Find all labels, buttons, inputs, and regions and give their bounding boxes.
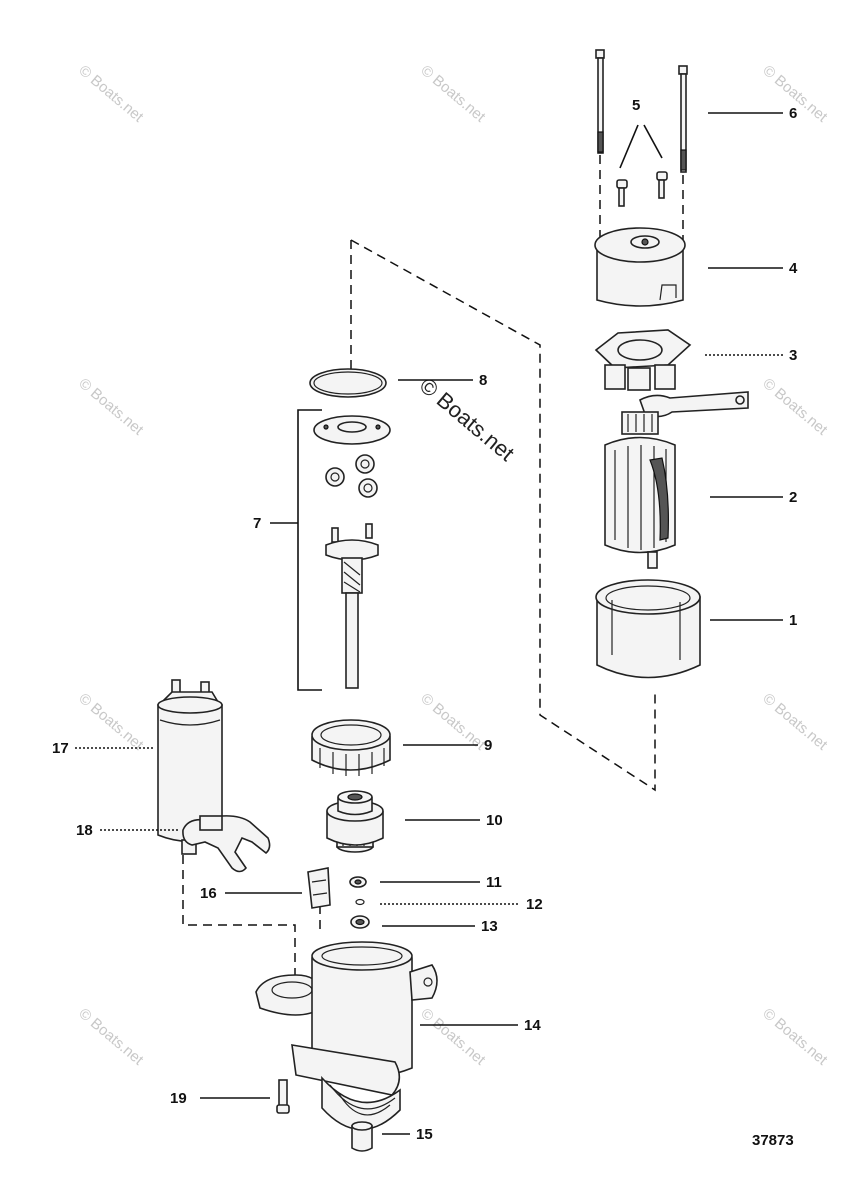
callout-3: 3 <box>789 347 797 364</box>
callout-2: 2 <box>789 489 797 506</box>
armature-icon <box>604 411 676 569</box>
center-watermark: © Boats.net <box>415 373 519 466</box>
callout-10: 10 <box>486 812 503 829</box>
alignment-dashed-lines <box>182 155 684 975</box>
watermark: © Boats.net <box>75 690 147 754</box>
callout-13: 13 <box>481 918 498 935</box>
callout-14: 14 <box>524 1017 541 1034</box>
bushing-icon <box>351 1121 373 1152</box>
watermark: © Boats.net <box>759 375 831 439</box>
callout-8: 8 <box>479 372 487 389</box>
planetary-gear-icon <box>313 415 391 689</box>
through-bolt-icon <box>595 49 688 173</box>
watermark: © Boats.net <box>75 62 147 126</box>
watermarks: © Boats.net © Boats.net © Boats.net © Bo… <box>75 62 831 1069</box>
callout-labels: 6 5 4 3 2 1 8 7 9 10 11 12 13 14 15 16 1… <box>52 97 798 1149</box>
callout-5: 5 <box>632 97 640 114</box>
washer-icon <box>349 876 370 929</box>
screw-icon <box>616 171 668 207</box>
watermark: © Boats.net <box>759 690 831 754</box>
watermark: © Boats.net <box>417 62 489 126</box>
callout-11: 11 <box>486 874 502 891</box>
callout-17: 17 <box>52 740 69 757</box>
end-cap-icon <box>594 227 686 307</box>
callout-18: 18 <box>76 822 93 839</box>
drive-housing-icon <box>255 941 438 1131</box>
callout-16: 16 <box>200 885 217 902</box>
solenoid-icon <box>157 679 223 855</box>
housing-bolt-icon <box>276 1079 290 1114</box>
watermark: © Boats.net <box>759 1005 831 1069</box>
callout-19: 19 <box>170 1090 187 1107</box>
field-frame-icon <box>595 579 701 679</box>
callout-9: 9 <box>484 737 492 754</box>
callout-1: 1 <box>789 612 797 629</box>
leader-lines <box>75 112 783 1135</box>
watermark: © Boats.net <box>75 375 147 439</box>
callout-7: 7 <box>253 515 261 532</box>
clip-icon <box>307 867 331 909</box>
callout-4: 4 <box>789 260 798 277</box>
callout-6: 6 <box>789 105 797 122</box>
shift-lever-icon <box>182 815 271 873</box>
watermark: © Boats.net <box>75 1005 147 1069</box>
ring-gear-icon <box>311 719 391 776</box>
callout-12: 12 <box>526 896 543 913</box>
figure-number: 37873 <box>752 1132 794 1149</box>
starter-drive-icon <box>326 790 384 853</box>
o-ring-icon <box>309 368 387 398</box>
brush-holder-icon <box>594 329 749 418</box>
watermark: © Boats.net <box>417 1005 489 1069</box>
callout-15: 15 <box>416 1126 433 1143</box>
